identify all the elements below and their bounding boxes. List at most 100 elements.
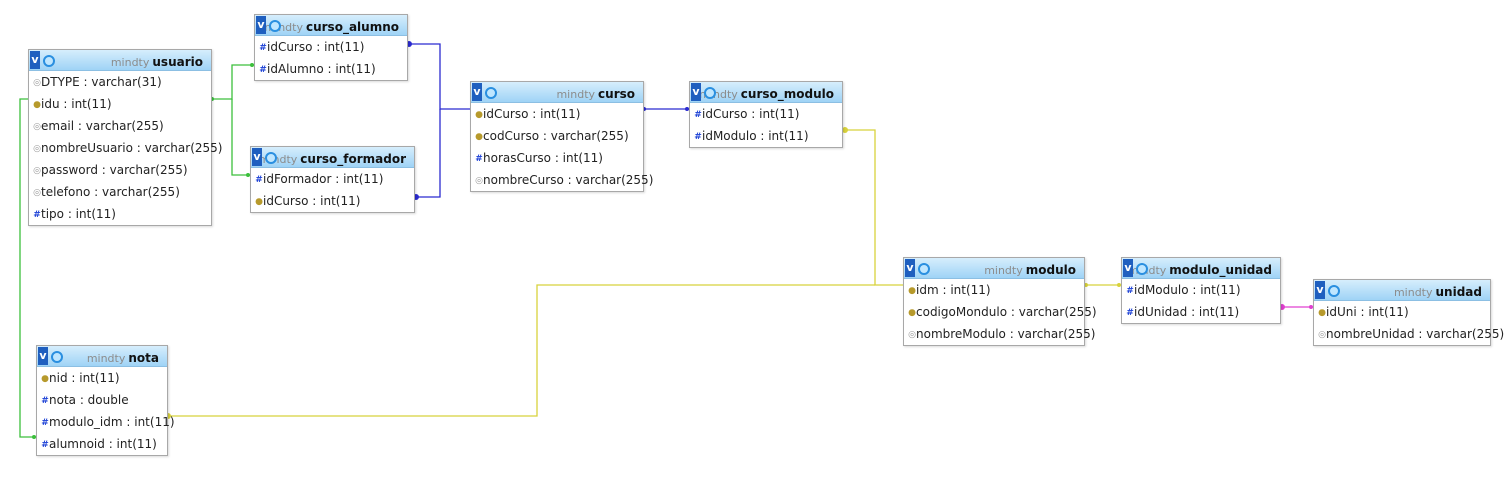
gear-icon[interactable]	[51, 351, 63, 363]
numeric-column-icon: #	[475, 154, 483, 164]
column-row[interactable]: ●idUni : int(11)	[1314, 301, 1490, 323]
gear-icon[interactable]	[265, 152, 277, 164]
gear-icon[interactable]	[43, 55, 55, 67]
numeric-column-icon: #	[1126, 286, 1134, 296]
column-row[interactable]: ◎nombreCurso : varchar(255)	[471, 169, 653, 191]
column-row[interactable]: ●idm : int(11)	[904, 279, 1084, 301]
column-row[interactable]: ◎nombreUsuario : varchar(255)	[29, 137, 222, 159]
table-name: modulo_unidad	[1169, 263, 1272, 277]
column-row[interactable]: #idUnidad : int(11)	[1122, 301, 1280, 323]
column-label: telefono : varchar(255)	[41, 185, 180, 199]
column-label: idUnidad : int(11)	[1134, 305, 1240, 319]
column-label: nombreModulo : varchar(255)	[916, 327, 1096, 341]
gear-icon[interactable]	[485, 87, 497, 99]
column-label: idCurso : int(11)	[483, 107, 581, 121]
gear-icon[interactable]	[1136, 263, 1148, 275]
column-label: idModulo : int(11)	[702, 129, 809, 143]
key-icon: ●	[475, 132, 483, 142]
column-label: tipo : int(11)	[41, 207, 116, 221]
column-label: idAlumno : int(11)	[267, 62, 376, 76]
gear-icon[interactable]	[269, 20, 281, 32]
column-row[interactable]: ●idCurso : int(11)	[251, 190, 414, 212]
column-row[interactable]: ◎password : varchar(255)	[29, 159, 211, 181]
column-row[interactable]: ◎telefono : varchar(255)	[29, 181, 211, 203]
column-row[interactable]: #modulo_idm : int(11)	[37, 411, 174, 433]
table-name: unidad	[1435, 285, 1482, 299]
view-toggle-icon[interactable]: v	[30, 51, 40, 69]
text-column-icon: ◎	[475, 176, 483, 186]
view-toggle-icon[interactable]: v	[472, 83, 482, 101]
column-label: password : varchar(255)	[41, 163, 188, 177]
numeric-column-icon: #	[259, 43, 267, 53]
gear-icon[interactable]	[1328, 285, 1340, 297]
column-row[interactable]: ◎email : varchar(255)	[29, 115, 211, 137]
column-label: horasCurso : int(11)	[483, 151, 603, 165]
view-toggle-icon[interactable]: v	[252, 148, 262, 166]
column-label: modulo_idm : int(11)	[49, 415, 175, 429]
table-name: curso_alumno	[305, 20, 399, 34]
text-column-icon: ◎	[33, 144, 41, 154]
numeric-column-icon: #	[1126, 308, 1134, 318]
column-row[interactable]: #idModulo : int(11)	[1122, 279, 1280, 301]
view-toggle-icon[interactable]: v	[38, 347, 48, 365]
view-toggle-icon[interactable]: v	[1315, 281, 1325, 299]
column-row[interactable]: ●codCurso : varchar(255)	[471, 125, 643, 147]
column-row[interactable]: ●nid : int(11)	[37, 367, 167, 389]
numeric-column-icon: #	[259, 65, 267, 75]
link-curso-curso-alumno	[407, 43, 470, 110]
column-label: idm : int(11)	[916, 283, 991, 297]
column-row[interactable]: ●idCurso : int(11)	[471, 103, 643, 125]
column-row[interactable]: ●codigoMondulo : varchar(255)	[904, 301, 1097, 323]
column-row[interactable]: #tipo : int(11)	[29, 203, 211, 225]
view-toggle-icon[interactable]: v	[1123, 259, 1133, 277]
text-column-icon: ◎	[908, 330, 916, 340]
column-row[interactable]: #idModulo : int(11)	[690, 125, 842, 147]
column-label: idCurso : int(11)	[702, 107, 800, 121]
gear-icon[interactable]	[918, 263, 930, 275]
column-row[interactable]: #idCurso : int(11)	[255, 36, 407, 58]
column-label: alumnoid : int(11)	[49, 437, 157, 451]
text-column-icon: ◎	[1318, 330, 1326, 340]
view-toggle-icon[interactable]: v	[256, 16, 266, 34]
column-label: nota : double	[49, 393, 129, 407]
column-row[interactable]: #alumnoid : int(11)	[37, 433, 167, 455]
column-row[interactable]: ◎nombreUnidad : varchar(255)	[1314, 323, 1504, 345]
key-icon: ●	[908, 286, 916, 296]
table-name: curso_modulo	[740, 87, 834, 101]
column-row[interactable]: ◎DTYPE : varchar(31)	[29, 71, 211, 93]
view-toggle-icon[interactable]: v	[691, 83, 701, 101]
column-row[interactable]: ◎nombreModulo : varchar(255)	[904, 323, 1095, 345]
column-label: nid : int(11)	[49, 371, 120, 385]
column-row[interactable]: #horasCurso : int(11)	[471, 147, 643, 169]
table-name: curso	[598, 87, 635, 101]
column-row[interactable]: #idCurso : int(11)	[690, 103, 842, 125]
gear-icon[interactable]	[704, 87, 716, 99]
text-column-icon: ◎	[33, 188, 41, 198]
column-row[interactable]: #nota : double	[37, 389, 167, 411]
column-row[interactable]: ●idu : int(11)	[29, 93, 211, 115]
column-row[interactable]: #idFormador : int(11)	[251, 168, 414, 190]
numeric-column-icon: #	[41, 440, 49, 450]
column-row[interactable]: #idAlumno : int(11)	[255, 58, 407, 80]
column-label: idModulo : int(11)	[1134, 283, 1241, 297]
view-toggle-icon[interactable]: v	[905, 259, 915, 277]
